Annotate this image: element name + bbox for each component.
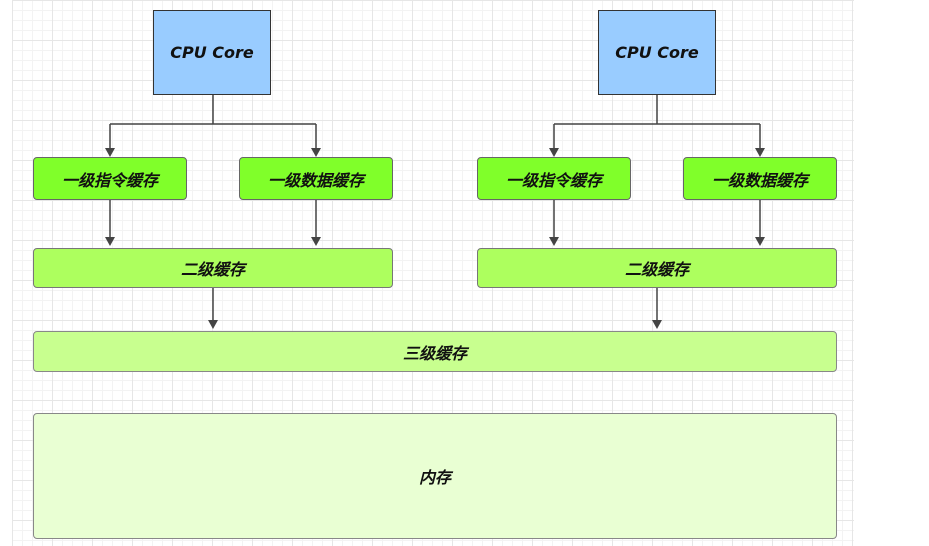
connector-right-core-to-l1 [553, 95, 761, 148]
arrow-right-l1d [755, 148, 765, 157]
left-cpu-core-label: CPU Core [170, 43, 254, 62]
arrow-right-l2-a [549, 237, 559, 246]
left-l1-data-label: 一级数据缓存 [267, 170, 364, 190]
right-l2-label: 二级缓存 [624, 260, 689, 279]
left-l1-data-cache: 一级数据缓存 [239, 157, 393, 200]
arrow-l3-left [208, 320, 218, 329]
right-l1-data-label: 一级数据缓存 [711, 170, 808, 190]
right-l2-cache: 二级缓存 [477, 248, 837, 288]
arrow-left-l1d [311, 148, 321, 157]
arrow-right-l1i [549, 148, 559, 157]
left-l2-cache: 二级缓存 [33, 248, 393, 288]
memory-label: 内存 [418, 468, 451, 487]
connector-left-core-to-l1 [109, 95, 317, 148]
l3-cache: 三级缓存 [33, 331, 837, 372]
arrow-left-l2-b [311, 237, 321, 246]
right-cpu-core-label: CPU Core [615, 43, 699, 62]
arrow-left-l1i [105, 148, 115, 157]
right-l1-instruction-label: 一级指令缓存 [505, 170, 602, 190]
main-memory: 内存 [33, 413, 837, 539]
left-l1-instruction-cache: 一级指令缓存 [33, 157, 187, 200]
right-l1-instruction-cache: 一级指令缓存 [477, 157, 631, 200]
arrow-left-l2-a [105, 237, 115, 246]
left-l1-instruction-label: 一级指令缓存 [61, 170, 158, 190]
left-l2-label: 二级缓存 [180, 260, 245, 279]
right-l1-data-cache: 一级数据缓存 [683, 157, 837, 200]
arrow-right-l2-b [755, 237, 765, 246]
arrow-l3-right [652, 320, 662, 329]
right-cpu-core: CPU Core [598, 10, 716, 95]
left-cpu-core: CPU Core [153, 10, 271, 95]
l3-label: 三级缓存 [402, 343, 467, 363]
